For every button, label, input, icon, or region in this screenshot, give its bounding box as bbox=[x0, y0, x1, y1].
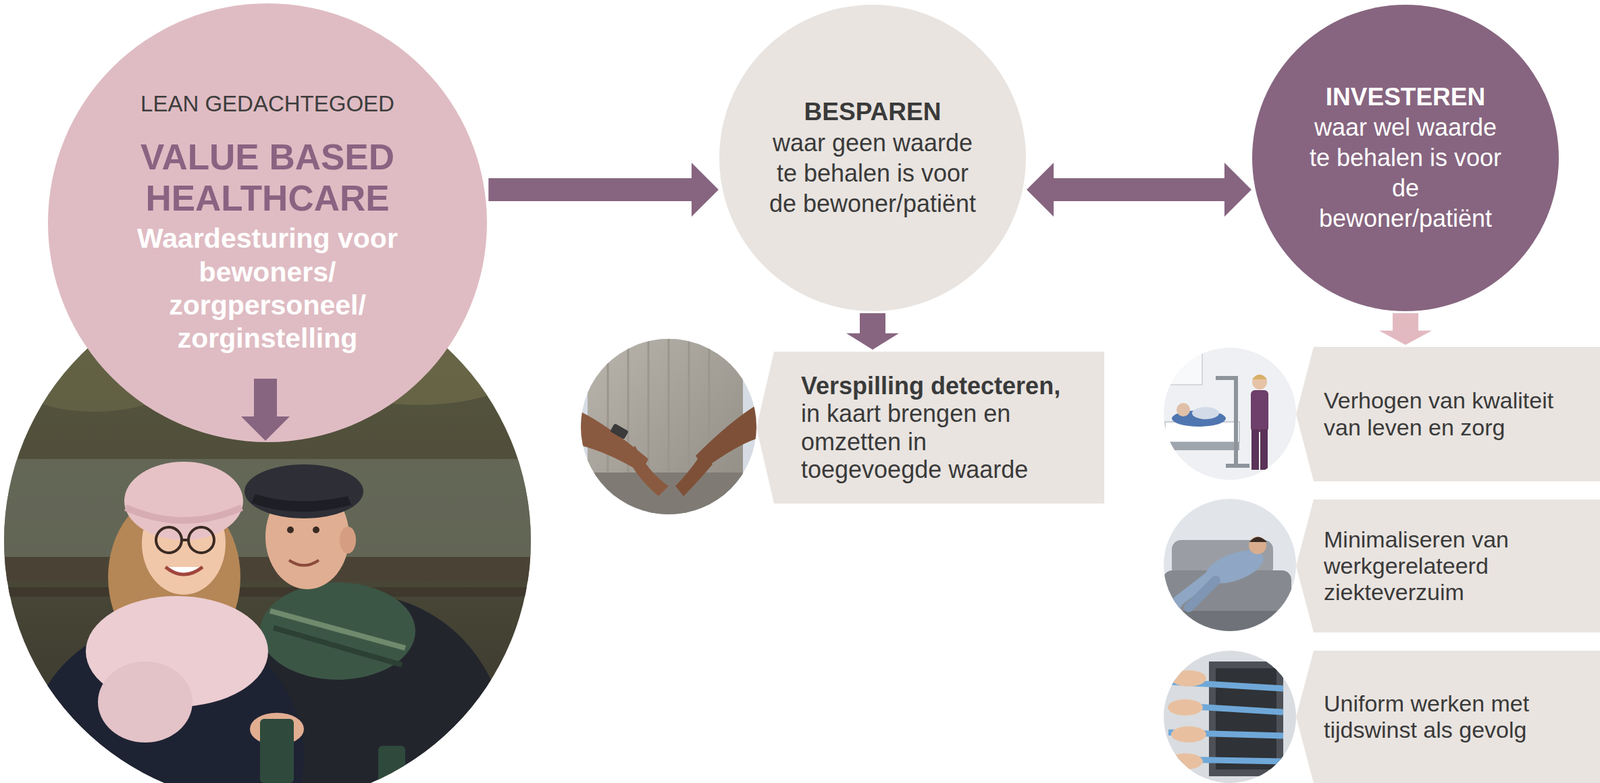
patient-lift-photo-part bbox=[1192, 407, 1220, 420]
arrow-head bbox=[1224, 162, 1252, 217]
value-box: Uniform werken met tijdswinst als gevolg bbox=[1296, 651, 1600, 783]
patient-lift-photo-part bbox=[1161, 345, 1301, 485]
couple-photo-part bbox=[287, 526, 294, 534]
circle-text: waar geen waarde te behalen is voor de b… bbox=[764, 127, 981, 219]
couple-photo-part bbox=[165, 567, 203, 575]
couple-photo-part bbox=[156, 527, 182, 554]
patient-lift-photo-part bbox=[1252, 374, 1268, 380]
double-arrow bbox=[1026, 162, 1252, 217]
back-pain-photo-part bbox=[609, 423, 629, 440]
patient-lift-photo-part bbox=[1252, 374, 1268, 390]
down-pointer-head bbox=[241, 416, 290, 442]
lifting-straps-photo-part bbox=[1167, 753, 1203, 770]
patient-lift-photo-part bbox=[1260, 429, 1268, 471]
couple-photo-part bbox=[289, 560, 319, 566]
waste-box: Verspilling detecteren,in kaart brengen … bbox=[756, 351, 1105, 504]
invest-circle: INVESTERENwaar wel waarde te behalen is … bbox=[1252, 4, 1559, 312]
value-box: Minimaliseren van werkgerelateerd ziekte… bbox=[1296, 499, 1600, 633]
back-pain-photo-part bbox=[675, 452, 713, 497]
couple-photo-part bbox=[251, 494, 352, 512]
arrow-head bbox=[1379, 330, 1432, 346]
couple-photo-part bbox=[244, 464, 364, 519]
waste-box-fill bbox=[756, 351, 1105, 504]
back-pain-photo-part bbox=[574, 337, 764, 521]
resting-nurse-photo-part bbox=[1248, 536, 1267, 555]
value-based-circle-fill bbox=[47, 3, 487, 443]
back-pain-photo-part bbox=[628, 445, 669, 497]
couple-photo-part bbox=[97, 661, 193, 743]
box-heading: Verspilling detecteren, bbox=[801, 372, 1072, 400]
lifting-straps-photo bbox=[1161, 648, 1301, 783]
back-pain-photo bbox=[574, 337, 764, 521]
circle-text: waar wel waarde te behalen is voor de be… bbox=[1304, 112, 1507, 234]
value-based-circle: LEAN GEDACHTEGOED VALUE BASED HEALTHCAREW… bbox=[47, 3, 487, 443]
invest-circle-fill bbox=[1252, 4, 1559, 312]
value-box-fill bbox=[1296, 651, 1600, 783]
value-box: Verhogen van kwaliteit van leven en zorg bbox=[1296, 347, 1600, 482]
lean-label: LEAN GEDACHTEGOED bbox=[108, 90, 427, 118]
save-circle-shape bbox=[719, 4, 1026, 312]
couple-photo-part bbox=[339, 526, 356, 554]
resting-nurse-photo-part bbox=[1249, 537, 1268, 544]
box-text: Verhogen van kwaliteit van leven en zorg bbox=[1323, 387, 1574, 441]
couple-photo-part bbox=[0, 587, 541, 598]
couple-photo-part bbox=[260, 719, 294, 783]
back-pain-photo-part bbox=[587, 337, 743, 521]
box-text: in kaart brengen en omzetten in toegevoe… bbox=[801, 399, 1072, 484]
lifting-straps-photo-part bbox=[1168, 682, 1284, 762]
couple-photo-part bbox=[124, 461, 244, 541]
patient-lift-photo-part bbox=[1251, 429, 1259, 471]
couple-photo-part bbox=[125, 507, 242, 521]
subheading: Waardesturing voor bewoners/ zorgpersone… bbox=[108, 222, 427, 356]
arrow-shaft bbox=[859, 313, 886, 335]
circle-heading: INVESTEREN bbox=[1304, 82, 1507, 113]
arrow-head bbox=[846, 333, 899, 350]
couple-photo-part bbox=[378, 746, 406, 783]
arrow-shaft bbox=[1052, 178, 1226, 202]
down-pointer bbox=[253, 378, 277, 418]
back-pain-photo-part bbox=[587, 472, 743, 521]
arrow-shaft bbox=[1392, 313, 1419, 332]
down-arrow bbox=[1379, 313, 1432, 346]
box-text: Uniform werken met tijdswinst als gevolg bbox=[1323, 690, 1574, 744]
patient-lift-photo-part bbox=[1165, 442, 1240, 451]
circle-heading: BESPAREN bbox=[764, 97, 981, 127]
couple-photo-part bbox=[260, 582, 416, 681]
couple-photo-part bbox=[273, 628, 402, 666]
lifting-straps-photo-part bbox=[1167, 699, 1203, 716]
value-box-fill bbox=[1296, 499, 1600, 633]
save-circle: BESPARENwaar geen waarde te behalen is v… bbox=[719, 4, 1026, 312]
resting-nurse-photo-part bbox=[1188, 580, 1216, 608]
couple-photo-part bbox=[312, 526, 320, 534]
patient-lift-photo-part bbox=[1168, 351, 1203, 385]
lifting-straps-photo-part bbox=[1171, 726, 1207, 743]
lifting-straps-photo-part bbox=[1161, 648, 1301, 783]
save-circle-fill bbox=[719, 4, 1026, 312]
patient-lift-photo-part bbox=[1250, 390, 1269, 433]
couple-photo-part bbox=[270, 611, 406, 649]
couple-photo-part bbox=[181, 538, 189, 542]
arrow-shaft bbox=[488, 178, 693, 202]
patient-lift-photo-part bbox=[1176, 403, 1191, 417]
box-text: Minimaliseren van werkgerelateerd ziekte… bbox=[1323, 526, 1574, 606]
arrow-head bbox=[691, 162, 719, 217]
main-heading: VALUE BASED HEALTHCARE bbox=[108, 137, 427, 220]
resting-nurse-photo bbox=[1161, 497, 1301, 639]
value-box-fill bbox=[1296, 347, 1600, 482]
patient-lift-photo bbox=[1161, 345, 1301, 485]
lifting-straps-photo-part bbox=[1171, 670, 1207, 687]
couple-photo-part bbox=[188, 527, 215, 554]
resting-nurse-photo-part bbox=[1163, 611, 1292, 639]
arrow-head bbox=[1026, 162, 1054, 217]
value-based-circle-shape bbox=[47, 3, 487, 443]
flow-arrow bbox=[488, 162, 719, 217]
patient-lift-photo-part bbox=[1215, 378, 1250, 467]
down-arrow bbox=[846, 313, 899, 350]
